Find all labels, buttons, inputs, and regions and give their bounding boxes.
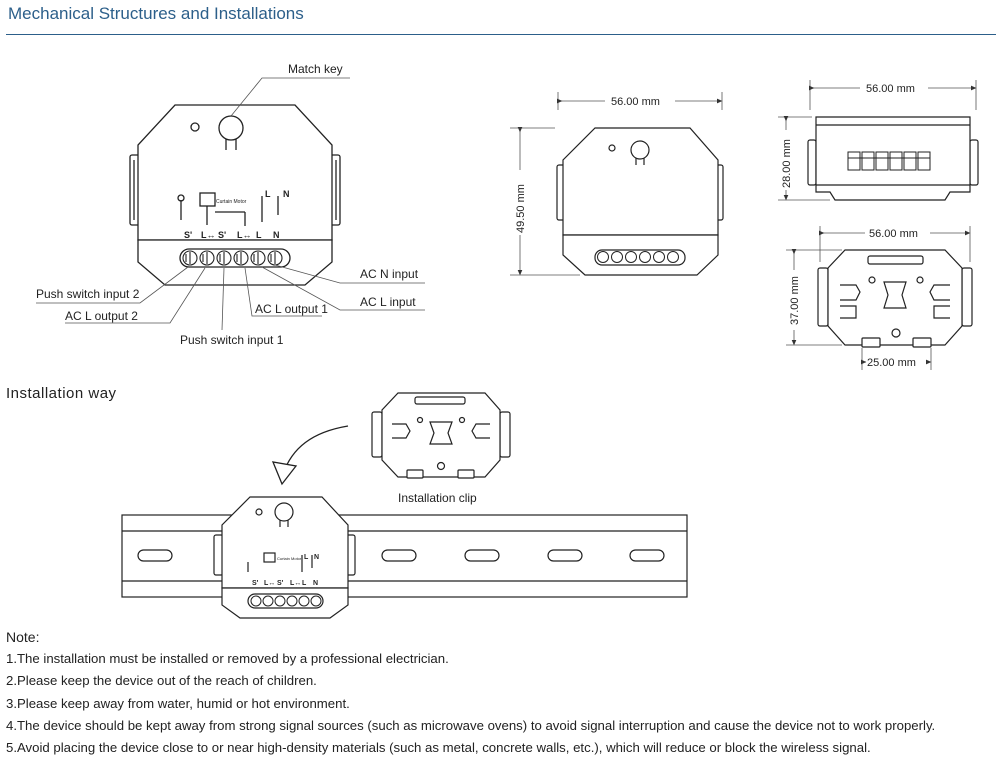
ac-l-output-1-callout: AC L output 1 bbox=[255, 302, 328, 316]
mini-curtain-motor-label: Curtain Motor bbox=[277, 556, 302, 561]
ac-n-input-callout: AC N input bbox=[360, 267, 419, 281]
front-dimension-lines bbox=[510, 92, 723, 276]
callout-leaders bbox=[36, 77, 425, 331]
installation-way-title: Installation way bbox=[6, 385, 117, 402]
title-divider bbox=[6, 34, 996, 35]
side-width-dimension: 56.00 mm bbox=[866, 83, 915, 95]
clip-view bbox=[817, 249, 973, 348]
mini-terminal-label: S' bbox=[277, 580, 284, 587]
terminal-label: N bbox=[273, 230, 280, 240]
front-width-dimension: 56.00 mm bbox=[611, 96, 660, 108]
mounted-module bbox=[213, 496, 356, 619]
mini-terminal-label: L bbox=[302, 580, 307, 587]
note-item: 1.The installation must be installed or … bbox=[6, 651, 449, 667]
note-item: 5.Avoid placing the device close to or n… bbox=[6, 740, 871, 756]
install-arrow-icon bbox=[271, 425, 349, 486]
match-key-callout: Match key bbox=[288, 62, 343, 76]
push-switch-input-2-callout: Push switch input 2 bbox=[36, 287, 140, 301]
side-height-dimension: 28.00 mm bbox=[781, 139, 793, 188]
mini-terminal-label: N bbox=[313, 580, 318, 587]
clip-slot-dimension: 25.00 mm bbox=[867, 357, 916, 369]
front-height-dimension: 49.50 mm bbox=[515, 184, 527, 233]
notes-section: Note: 1.The installation must be install… bbox=[6, 626, 935, 759]
terminal-label: S' bbox=[184, 230, 192, 240]
top-n-label: N bbox=[283, 189, 290, 199]
terminal-label: S' bbox=[218, 230, 226, 240]
note-item: 4.The device should be kept away from st… bbox=[6, 717, 936, 733]
mini-l-label: L bbox=[304, 554, 309, 561]
ac-l-input-callout: AC L input bbox=[360, 295, 416, 309]
notes-heading: Note: bbox=[6, 629, 40, 645]
mini-terminal-label: L↔ bbox=[264, 580, 275, 587]
clip-height-dimension: 37.00 mm bbox=[789, 276, 801, 325]
dimensioned-front-view bbox=[556, 127, 724, 276]
installation-clip bbox=[371, 392, 511, 479]
ac-l-output-2-callout: AC L output 2 bbox=[65, 309, 138, 323]
din-rail bbox=[121, 514, 688, 598]
note-item: 3.Please keep away from water, humid or … bbox=[6, 695, 350, 711]
side-view bbox=[807, 116, 979, 201]
terminal-label: L bbox=[256, 230, 262, 240]
top-l-label: L bbox=[265, 189, 271, 199]
mini-terminal-label: S' bbox=[252, 580, 259, 587]
curtain-motor-label: Curtain Motor bbox=[216, 199, 247, 205]
page-title: Mechanical Structures and Installations bbox=[8, 4, 304, 23]
clip-dimension-lines bbox=[786, 226, 971, 370]
installation-clip-label: Installation clip bbox=[398, 491, 477, 505]
side-dimension-lines bbox=[778, 80, 977, 201]
clip-width-dimension: 56.00 mm bbox=[869, 228, 918, 240]
terminal-label: L↔ bbox=[201, 230, 216, 240]
terminal-label: L↔ bbox=[237, 230, 252, 240]
push-switch-input-1-callout: Push switch input 1 bbox=[180, 333, 284, 347]
mini-terminal-label: L↔ bbox=[290, 580, 301, 587]
note-item: 2.Please keep the device out of the reac… bbox=[6, 673, 317, 689]
front-view-module bbox=[129, 104, 341, 286]
mini-n-label: N bbox=[314, 554, 319, 561]
